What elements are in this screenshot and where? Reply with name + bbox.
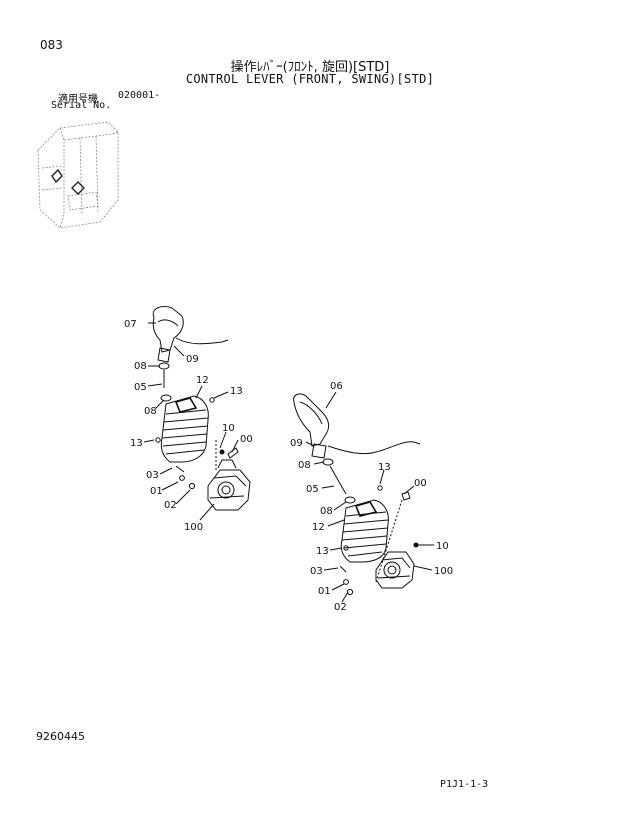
right-lever-assembly (293, 391, 434, 603)
callout-right: 08 (320, 506, 333, 517)
locator-lever-marks (51, 168, 85, 195)
right-wire (327, 441, 421, 455)
reference-code: P1J1-1-3 (440, 779, 489, 790)
callout-left: 01 (150, 486, 163, 497)
callout-left: 13 (130, 438, 143, 449)
callout-right: 06 (330, 381, 343, 392)
callout-left: 03 (146, 470, 159, 481)
callout-left: 00 (240, 434, 253, 445)
right-grip (293, 393, 330, 447)
callout-right: 100 (434, 566, 453, 577)
callout-right: 00 (414, 478, 427, 489)
page-title-english: CONTROL LEVER (FRONT, SWING)[STD] (185, 72, 435, 86)
callout-left: 08 (144, 406, 157, 417)
left-lever-boot (157, 347, 171, 363)
callout-left: 09 (186, 354, 199, 365)
locator-thumbnail (37, 121, 119, 229)
callout-right: 02 (334, 602, 347, 613)
callout-right: 01 (318, 586, 331, 597)
callout-right: 08 (298, 460, 311, 471)
callout-right: 05 (306, 484, 319, 495)
callout-right: 13 (378, 462, 391, 473)
callout-right: 12 (312, 522, 325, 533)
page-title-japanese: 操作ﾚﾊﾞｰ(ﾌﾛﾝﾄ, 旋回)[STD] (230, 60, 390, 75)
right-pilot-valve (375, 551, 415, 589)
callouts-left: 07 09 08 05 12 13 08 13 10 00 03 01 02 1… (124, 319, 253, 533)
serial-label-japanese: 適用号機 (58, 94, 98, 105)
left-grip (152, 305, 184, 353)
callout-right: 13 (316, 546, 329, 557)
callout-right: 09 (290, 438, 303, 449)
right-lever-boot (311, 443, 327, 459)
left-pilot-valve (207, 469, 251, 511)
callout-left: 12 (196, 375, 209, 386)
callout-right: 03 (310, 566, 323, 577)
left-bellows (160, 395, 209, 463)
callout-left: 05 (134, 382, 147, 393)
callout-left: 02 (164, 500, 177, 511)
serial-label-english: Serial No. (51, 100, 112, 111)
callout-left: 100 (184, 522, 203, 533)
page-number: 083 (40, 38, 63, 52)
callout-left: 08 (134, 361, 147, 372)
callouts-right: 06 09 08 13 00 05 08 12 13 10 03 100 01 … (290, 381, 453, 613)
callout-left: 13 (230, 386, 243, 397)
callout-left: 07 (124, 319, 137, 330)
left-lever-assembly (143, 305, 251, 521)
right-bellows (340, 499, 389, 563)
serial-number-value: 020001- (118, 90, 161, 101)
callout-right: 10 (436, 541, 449, 552)
callout-left: 10 (222, 423, 235, 434)
document-number: 9260445 (36, 730, 85, 743)
left-wire (175, 337, 229, 345)
